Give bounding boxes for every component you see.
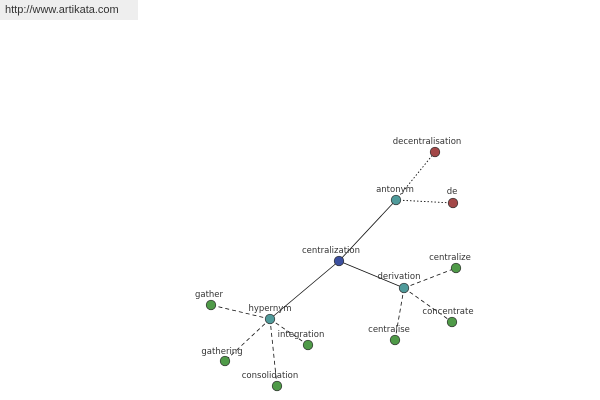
node-dot-decentralisation[interactable] xyxy=(429,146,441,158)
watermark-url[interactable]: http://www.artikata.com xyxy=(0,0,138,20)
node-centralization[interactable]: centralization xyxy=(302,246,360,267)
node-dot-gathering[interactable] xyxy=(219,355,231,367)
edge-centralization-hypernym xyxy=(269,260,340,320)
edge-hypernym-gathering xyxy=(224,318,271,362)
node-decentralisation[interactable]: decentralisation xyxy=(393,137,462,158)
node-dot-de[interactable] xyxy=(447,197,459,209)
node-label-centralise[interactable]: centralise xyxy=(368,325,410,335)
node-label-centralization[interactable]: centralization xyxy=(302,246,360,256)
node-consolidation[interactable]: consolidation xyxy=(242,371,299,392)
edge-antonym-de xyxy=(395,199,454,204)
node-hypernym[interactable]: hypernym xyxy=(248,304,292,325)
node-label-integration[interactable]: integration xyxy=(278,330,325,340)
edge-hypernym-consolidation xyxy=(269,318,278,387)
node-label-concentrate[interactable]: concentrate xyxy=(422,307,473,317)
node-label-antonym[interactable]: antonym xyxy=(376,185,414,195)
node-centralise[interactable]: centralise xyxy=(368,325,410,346)
edge-derivation-centralize xyxy=(403,267,457,289)
graph-nodes: centralization antonym derivation hypernym d… xyxy=(195,137,474,392)
node-label-gather[interactable]: gather xyxy=(195,290,224,300)
node-derivation[interactable]: derivation xyxy=(377,272,421,294)
node-dot-derivation[interactable] xyxy=(398,282,410,294)
node-label-derivation[interactable]: derivation xyxy=(377,272,420,282)
node-dot-centralize[interactable] xyxy=(450,262,462,274)
edge-hypernym-integration xyxy=(269,318,309,346)
node-centralize[interactable]: centralize xyxy=(429,253,471,274)
node-dot-consolidation[interactable] xyxy=(271,380,283,392)
node-dot-integration[interactable] xyxy=(302,339,314,351)
node-de[interactable]: de xyxy=(447,187,459,209)
node-gathering[interactable]: gathering xyxy=(201,347,243,367)
node-concentrate[interactable]: concentrate xyxy=(422,307,474,328)
edge-derivation-centralise xyxy=(394,287,405,341)
node-integration[interactable]: integration xyxy=(278,330,325,351)
node-label-gathering[interactable]: gathering xyxy=(201,347,242,357)
node-label-decentralisation[interactable]: decentralisation xyxy=(393,137,462,147)
node-dot-concentrate[interactable] xyxy=(446,316,458,328)
node-dot-gather[interactable] xyxy=(205,299,217,311)
node-antonym[interactable]: antonym xyxy=(376,185,414,206)
node-label-centralize[interactable]: centralize xyxy=(429,253,471,263)
node-dot-centralise[interactable] xyxy=(389,334,401,346)
node-label-consolidation[interactable]: consolidation xyxy=(242,371,299,381)
edge-centralization-derivation xyxy=(338,260,405,289)
node-label-de[interactable]: de xyxy=(447,187,458,197)
edge-hypernym-gather xyxy=(210,304,271,320)
node-dot-antonym[interactable] xyxy=(390,194,402,206)
graph-edges xyxy=(210,151,457,387)
node-dot-hypernym[interactable] xyxy=(264,313,276,325)
node-gather[interactable]: gather xyxy=(195,290,224,311)
edge-centralization-antonym xyxy=(338,199,397,262)
node-label-hypernym[interactable]: hypernym xyxy=(248,304,291,314)
edge-derivation-concentrate xyxy=(403,287,453,323)
node-dot-centralization[interactable] xyxy=(333,255,345,267)
